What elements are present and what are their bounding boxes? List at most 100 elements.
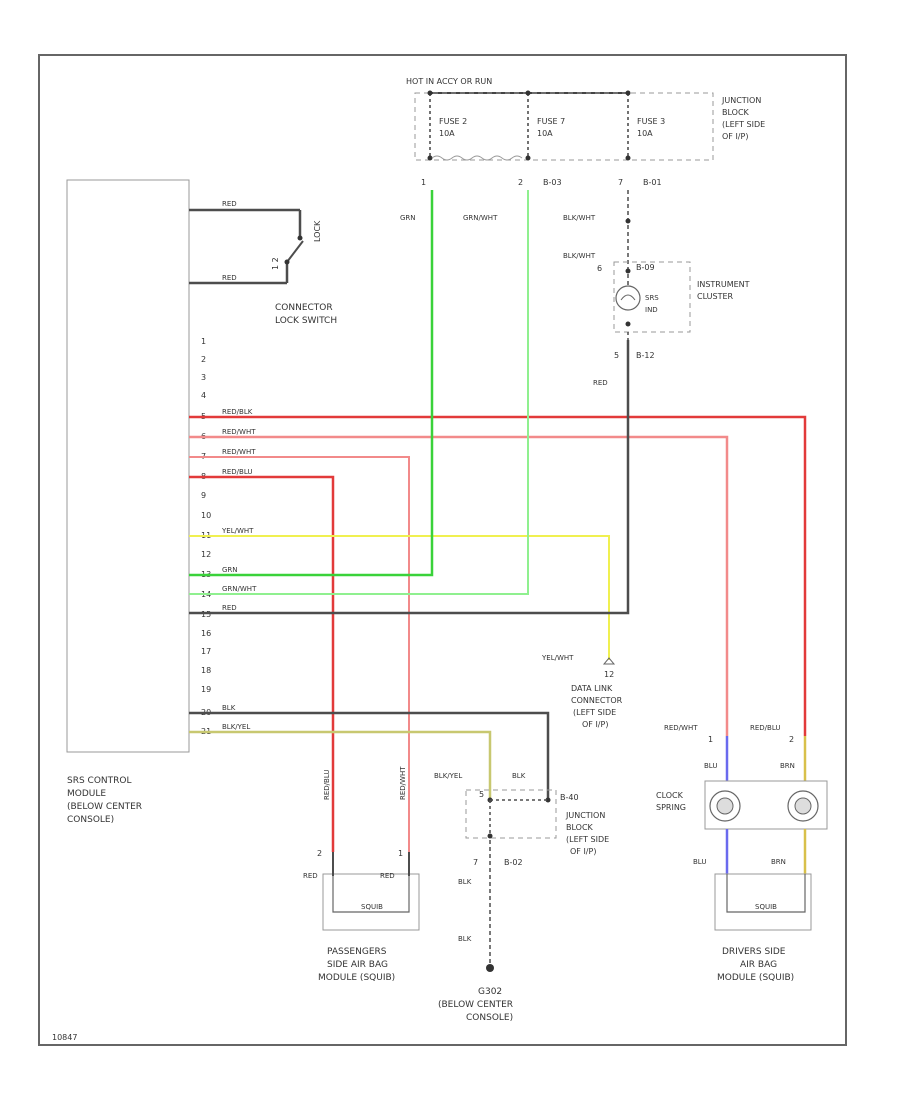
fuse-7-label: FUSE 7 [537,117,565,126]
wire-label-blk-wht-2: BLK/WHT [563,252,596,260]
connector-b03: B-03 [543,178,562,187]
ground-line3: CONSOLE) [466,1013,513,1023]
pass-wire-right-horiz: RED [380,872,395,880]
fuse-7-rating: 10A [537,129,553,138]
lamp-label-2: IND [645,306,658,314]
ground-symbol [486,964,494,972]
lock-wire-bottom-label: RED [222,274,237,282]
pass-pin-1: 1 [398,849,403,858]
wire-blk [189,711,550,800]
srs-pin: 3 [201,373,206,382]
ground-wire-blk-1: BLK [458,878,472,886]
jb-lower-line1: JUNCTION [565,811,605,820]
passenger-module-box [322,873,420,931]
cluster-connector-top: B-09 [636,263,655,272]
dlc-line3: (LEFT SIDE [573,708,616,717]
srs-pin: 12 [201,550,211,559]
lamp-filament [620,294,636,301]
pass-wire-right-vert: RED/WHT [399,766,407,800]
jb-pin-1: 5 [479,790,484,799]
srs-module-line4: CONSOLE) [67,815,114,825]
wire-red-wht-7 [189,456,410,852]
srs-control-module-box [66,179,190,753]
wire-red-cluster [189,340,630,615]
srs-pin: 16 [201,629,211,638]
cluster-pin-top: 6 [597,264,602,273]
srs-pin: 2 [201,355,206,364]
clock-wire-brn-bottom: BRN [771,858,786,866]
fuse-block-wave [431,155,523,161]
top-pin-3: 7 [618,178,623,187]
fuse-2-label: FUSE 2 [439,117,467,126]
clock-wire-blu-bottom: BLU [693,858,706,866]
wire-blk-yel [189,730,492,800]
junction-block-top-line2: BLOCK [722,108,750,117]
srs-pin: 1 [201,337,206,346]
jb-lower-line3: (LEFT SIDE [566,835,609,844]
wire-grn [189,190,434,577]
srs-pin: 10 [201,511,211,520]
jb-connector-2: B-02 [504,858,523,867]
top-pin-1: 1 [421,178,426,187]
passenger-squib [332,876,410,913]
clock-pin-2: 2 [789,735,794,744]
fuse-3: FUSE 3 10A [625,90,665,161]
cluster-connector-bottom: B-12 [636,351,655,360]
diagram-frame [38,54,847,1046]
wire-red-blk [189,415,807,736]
wire-yel-wht [189,535,610,660]
wire-label: GRN [222,566,238,574]
driver-module-line1: DRIVERS SIDE [722,947,786,957]
dlc-line4: OF I/P) [582,720,608,729]
lock-switch-caption-1: CONNECTOR [275,303,333,313]
cluster-line1: INSTRUMENT [697,280,750,289]
dlc-line1: DATA LINK [571,684,613,693]
fuse-block: HOT IN ACCY OR RUN FUSE 2 10A FUSE 7 10A… [406,77,765,161]
wire-label: YEL/WHT [221,527,254,535]
clock-wire-red-wht: RED/WHT [664,724,698,732]
wire-red-blu-8 [189,475,335,852]
clock-wire-brn-top: BRN [780,762,795,770]
clock-spring-coil-2-inner [794,797,812,815]
wire-label: GRN/WHT [222,585,257,593]
clock-spring-coil-1-inner [716,797,734,815]
wire-label: RED [222,604,237,612]
top-pin-2: 2 [518,178,523,187]
srs-pin: 15 [201,610,211,619]
fuse-3-label: FUSE 3 [637,117,665,126]
connector-lock-switch: RED RED LOCK 1 2 CONNECTOR LOCK SWITCH [189,200,337,326]
pass-pin-2: 2 [317,849,322,858]
srs-module-line3: (BELOW CENTER [67,802,142,812]
lock-wire-top-label: RED [222,200,237,208]
clock-wire-red-blu: RED/BLU [750,724,781,732]
cluster-line2: CLUSTER [697,292,734,301]
srs-pin: 19 [201,685,211,694]
cluster-pin-bottom: 5 [614,351,619,360]
srs-indicator-lamp [615,285,641,311]
junction-block-top-line3: (LEFT SIDE [722,120,765,129]
dlc-wire-label: YEL/WHT [541,654,574,662]
passenger-module-line1: PASSENGERS [327,947,387,957]
lock-switch-contact [286,240,304,263]
wire-label-grn: GRN [400,214,416,222]
diagram-id: 10847 [52,1033,77,1042]
passenger-airbag-module: RED/BLU RED/WHT 2 1 RED RED SQUIB PASSEN… [303,766,420,983]
fuse-3-rating: 10A [637,129,653,138]
module-wire-labels: RED/BLK RED/WHT RED/WHT RED/BLU YEL/WHT … [221,408,257,731]
cluster-outline [613,261,691,333]
dlc-terminal [602,657,616,665]
ground-g302: BLK BLK G302 (BELOW CENTER CONSOLE) [438,840,513,1023]
jb-lower-line2: BLOCK [566,823,594,832]
passenger-squib-label: SQUIB [361,903,383,911]
pass-wire-left-vert: RED/BLU [323,769,331,800]
wire-label: BLK [222,704,236,712]
wire-label: RED/WHT [222,428,256,436]
lock-switch-caption-2: LOCK SWITCH [275,316,337,326]
instrument-cluster: 6 B-09 SRS IND INSTRUMENT CLUSTER 5 B-12… [593,261,750,387]
jb-lower-line4: OF I/P) [570,847,596,856]
pass-wire-left-horiz: RED [303,872,318,880]
jb-wire-blk: BLK [512,772,526,780]
junction-block-lower: BLK/YEL BLK 5 B-40 JUNCTION BLOCK (LEFT … [434,772,609,867]
srs-module-line2: MODULE [67,789,106,799]
